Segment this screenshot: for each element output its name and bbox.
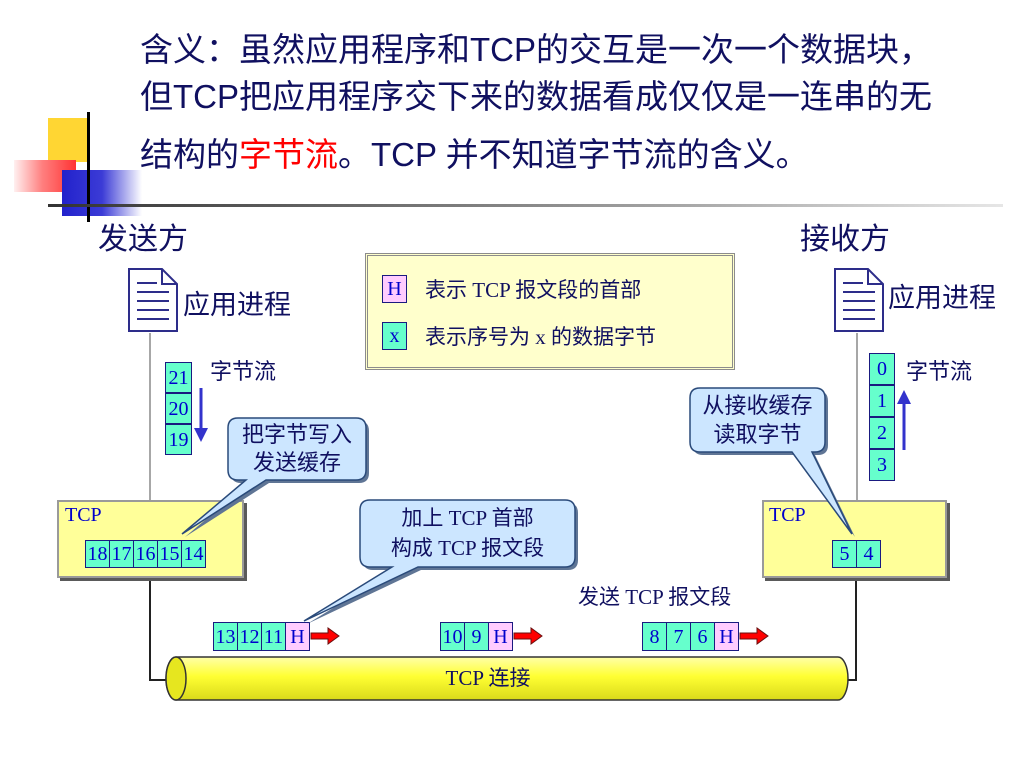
sender-connection-line [149, 578, 168, 681]
write-callout-line-1: 把字节写入 [241, 422, 352, 447]
sender-document-icon [127, 267, 179, 333]
segment-callout-text: 加上 TCP 首部 构成 TCP 报文段 [360, 503, 575, 563]
receiver-connection-line [846, 578, 857, 681]
legend-data-text: 表示序号为 x 的数据字节 [425, 325, 656, 349]
segment-1-byte: 11 [261, 622, 286, 651]
segment-2-byte: 10 [440, 622, 465, 651]
segment-1-byte: 12 [237, 622, 262, 651]
receiver-tcp-label: TCP [769, 504, 806, 526]
segment-2-header: H [488, 622, 513, 651]
legend-data-symbol: x [382, 322, 407, 350]
sender-buffer-byte: 18 [85, 540, 110, 568]
title-divider-rule [48, 204, 1003, 207]
sender-stream-byte: 20 [165, 393, 192, 424]
sender-buffer-byte: 14 [181, 540, 206, 568]
tcp-connection-pipe-end [165, 656, 187, 701]
title-line-3-start: 结构的 [140, 136, 239, 173]
sender-stream-byte: 19 [165, 424, 192, 455]
sender-buffer-byte: 17 [109, 540, 134, 568]
sender-stream-arrow-down-icon [194, 428, 208, 442]
segment-3-byte: 7 [666, 622, 691, 651]
sender-buffer-byte: 16 [133, 540, 158, 568]
logo-blue-square [62, 170, 142, 216]
segment-3-byte: 8 [642, 622, 667, 651]
receiver-process-label: 应用进程 [888, 283, 996, 313]
read-callout-text: 从接收缓存 读取字节 [690, 391, 825, 449]
receiver-heading: 接收方 [800, 223, 890, 256]
legend-header-text: 表示 TCP 报文段的首部 [425, 278, 642, 302]
sender-buffer-byte: 15 [157, 540, 182, 568]
segment-callout-line-1: 加上 TCP 首部 [401, 506, 534, 530]
sender-tcp-label: TCP [65, 504, 102, 526]
sender-process-label: 应用进程 [183, 290, 291, 320]
legend-header-symbol: H [382, 275, 407, 303]
sender-stream-label: 字节流 [210, 359, 277, 384]
receiver-stream-label: 字节流 [906, 359, 973, 384]
legend-box [365, 253, 735, 370]
segment-3-send-arrow-icon [739, 627, 769, 645]
title-line-3: 结构的字节流。TCP 并不知道字节流的含义。 [140, 135, 809, 175]
segment-2-byte: 9 [464, 622, 489, 651]
write-callout-line-2: 发送缓存 [252, 450, 341, 475]
title-line-3-end: 。TCP 并不知道字节流的含义。 [338, 136, 809, 173]
receiver-stream-byte: 3 [869, 449, 895, 481]
receiver-buffer-byte: 5 [832, 540, 857, 568]
tcp-connection-label: TCP 连接 [445, 666, 531, 690]
read-callout-line-2: 读取字节 [713, 422, 802, 447]
segment-1-send-arrow-icon [310, 627, 340, 645]
title-highlight-byte-stream: 字节流 [239, 136, 338, 173]
receiver-stream-arrow-up-icon [897, 390, 911, 404]
title-line-2: 但TCP把应用程序交下来的数据看成仅仅是一连串的无 [140, 78, 932, 115]
sender-stream-byte: 21 [165, 362, 192, 393]
read-callout-line-1: 从接收缓存 [702, 393, 813, 418]
segment-1-header: H [285, 622, 310, 651]
title-line-1: 含义：虽然应用程序和TCP的交互是一次一个数据块， [140, 31, 932, 68]
segment-1-byte: 13 [213, 622, 238, 651]
receiver-buffer-byte: 4 [856, 540, 881, 568]
logo-vertical-rule [87, 112, 90, 222]
receiver-stream-byte: 1 [869, 385, 895, 417]
receiver-stream-byte: 2 [869, 417, 895, 449]
logo-yellow-square [48, 118, 88, 162]
write-callout-text: 把字节写入 发送缓存 [228, 421, 366, 477]
segment-3-header: H [714, 622, 739, 651]
receiver-stream-byte: 0 [869, 353, 895, 385]
segment-3-byte: 6 [690, 622, 715, 651]
sender-heading: 发送方 [98, 223, 188, 256]
send-segments-label: 发送 TCP 报文段 [578, 585, 732, 609]
segment-callout-line-2: 构成 TCP 报文段 [390, 536, 545, 560]
receiver-document-icon [833, 267, 885, 333]
segment-2-send-arrow-icon [513, 627, 543, 645]
